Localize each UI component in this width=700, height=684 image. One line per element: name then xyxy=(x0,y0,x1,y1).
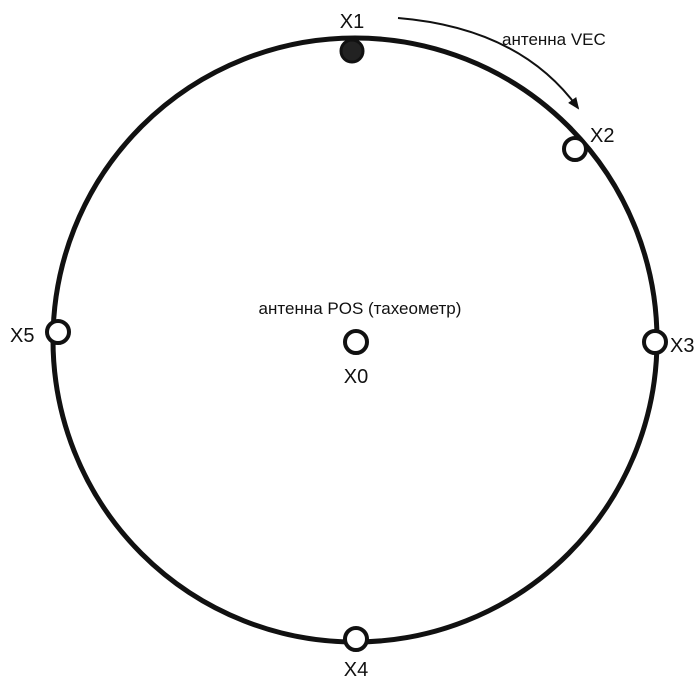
point-x3-label: X3 xyxy=(670,335,694,357)
point-x0-label: X0 xyxy=(344,366,368,388)
point-x4-label: X4 xyxy=(344,659,368,679)
point-x0-marker xyxy=(343,329,369,355)
point-x5-marker xyxy=(45,319,71,345)
rotation-arrow xyxy=(397,17,580,110)
point-x2-label: X2 xyxy=(590,125,614,147)
point-x3-marker xyxy=(642,329,668,355)
point-x4-marker xyxy=(343,626,369,652)
center-antenna-label: антенна POS (тахеометр) xyxy=(259,299,462,318)
point-x1-label: X1 xyxy=(340,11,364,33)
point-x5-label: X5 xyxy=(10,325,34,347)
point-x2-marker xyxy=(562,136,588,162)
point-x1-marker xyxy=(339,38,365,64)
moving-antenna-label: антенна VEC xyxy=(502,30,606,49)
